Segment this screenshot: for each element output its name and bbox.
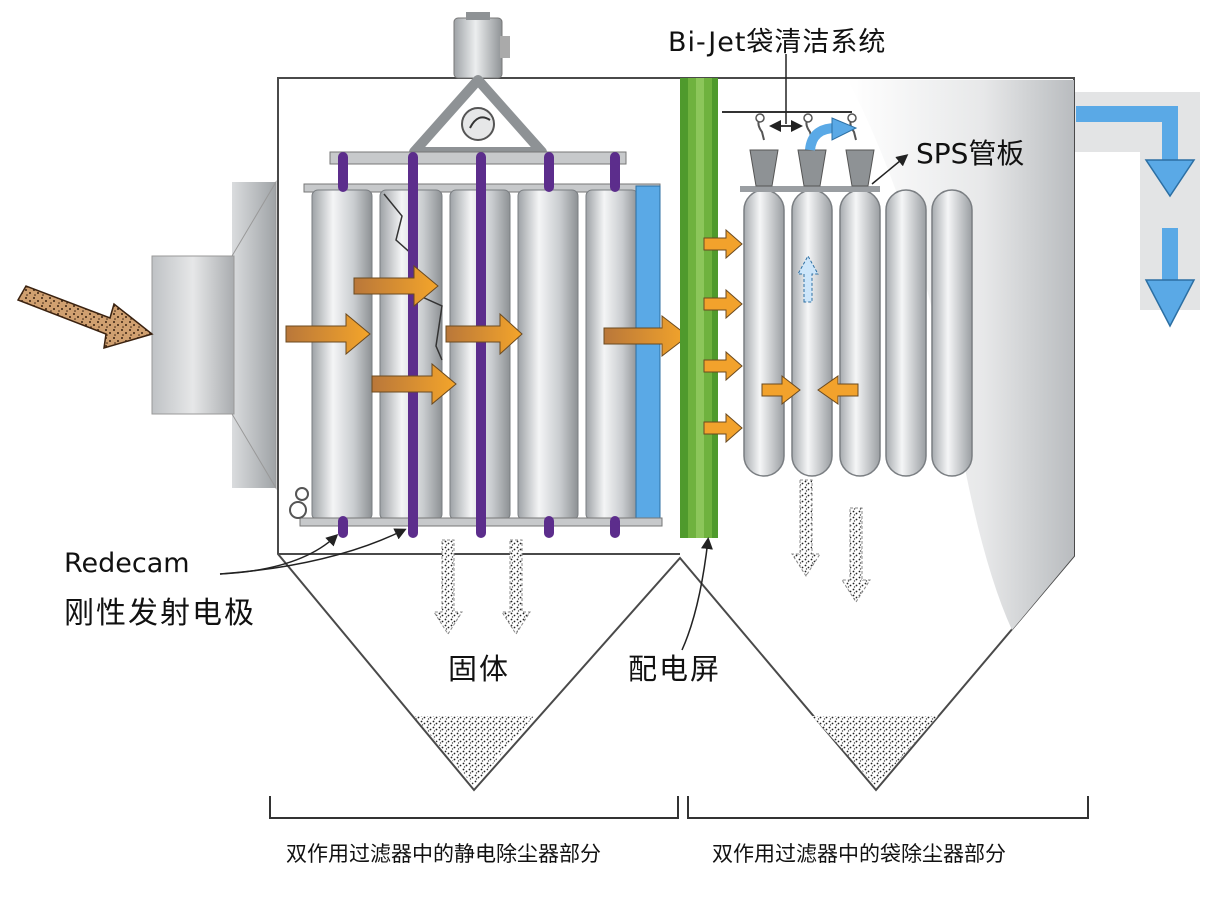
- filter-bags: [740, 149, 973, 477]
- sps-tubesheet-label: SPS管板: [916, 137, 1025, 170]
- solids-label: 固体: [448, 652, 511, 686]
- esp-section-label: 双作用过滤器中的静电除尘器部分: [286, 842, 601, 866]
- discharge-electrodes: [338, 152, 620, 538]
- screen-flow-arrows: [703, 228, 743, 444]
- falling-solids: [433, 479, 871, 635]
- leader-lines: [219, 528, 713, 651]
- bijet-label: Bi-Jet袋清洁系统: [668, 27, 887, 58]
- redecam-label: Redecam: [64, 548, 190, 579]
- section-brackets: [269, 796, 1089, 819]
- bag-flow-arrows: [761, 254, 859, 406]
- inlet-dust-arrow: [16, 285, 154, 350]
- hopper-dust: [414, 716, 938, 786]
- inlet-duct: [151, 180, 277, 490]
- outlet-duct: [1074, 92, 1200, 328]
- bijet-header: [722, 54, 909, 185]
- bag-section-label: 双作用过滤器中的袋除尘器部分: [712, 842, 1006, 866]
- rigid-electrode-label: 刚性发射电极: [64, 596, 256, 631]
- distribution-screen-label: 配电屏: [628, 652, 722, 686]
- gas-flow-arrows: [285, 264, 689, 406]
